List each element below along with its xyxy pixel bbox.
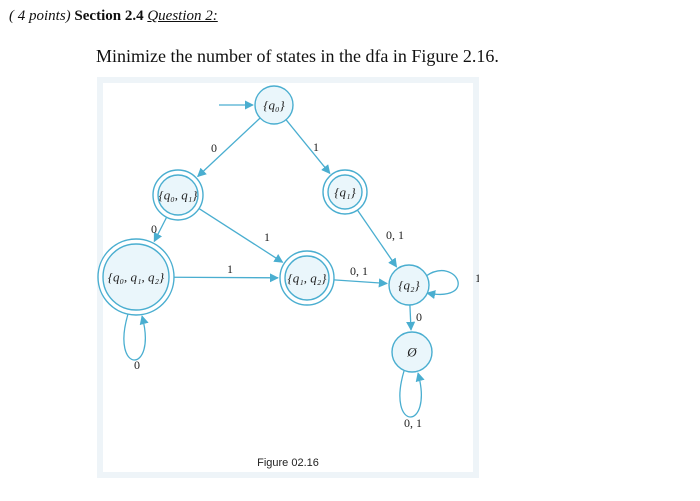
edge-label: 0: [134, 358, 140, 372]
edge-label: 0, 1: [386, 228, 404, 242]
edge-label: 0, 1: [350, 264, 368, 278]
edge-q012-q012: 0: [123, 313, 149, 372]
state-q012: {q₀, q₁, q₂}: [97, 238, 175, 316]
edge-q2-q2: 1: [425, 270, 479, 300]
figure-caption: Figure 02.16: [257, 457, 319, 469]
dfa-figure: 0 1 0 1 0, 1 1 0 0, 1 1 0 0, 1 {q₀} {q₀, q₁} {q₁} {q₀,…: [97, 77, 479, 478]
state-label: {q₁, q₂}: [288, 271, 328, 286]
state-q01: {q₀, q₁}: [152, 169, 204, 221]
question-prompt: Minimize the number of states in the dfa…: [96, 46, 499, 66]
edge-label: 0: [211, 141, 217, 155]
edge-label: 1: [227, 262, 233, 276]
edge-line: [197, 117, 261, 178]
section-label: Section 2.4: [74, 8, 144, 24]
question-label: Question 2:: [147, 8, 218, 24]
edge-line: [198, 207, 284, 263]
question-header: ( 4 points) Section 2.4 Question 2:: [9, 8, 218, 25]
state-q2: {q₂}: [388, 264, 430, 306]
state-q12: {q₁, q₂}: [279, 250, 335, 306]
state-label: Ø: [406, 345, 417, 360]
edge-q01-q12: 1: [198, 207, 284, 263]
edge-line: [406, 304, 416, 331]
edge-label: 0: [416, 310, 422, 324]
edge-label: 1: [475, 271, 479, 285]
edge-line: [153, 216, 168, 243]
edge-label: 1: [264, 230, 270, 244]
self-loop: [123, 313, 149, 361]
state-empty: Ø: [391, 331, 433, 373]
dfa-diagram: 0 1 0 1 0, 1 1 0 0, 1 1 0 0, 1 {q₀} {q₀, q₁} {q₁} {q₀,…: [97, 85, 479, 469]
edge-q012-q12: 1: [173, 262, 279, 283]
points-label: ( 4 points): [9, 8, 71, 24]
state-label: {q₀, q₁, q₂}: [108, 270, 165, 285]
self-loop: [425, 270, 459, 300]
self-loop: [399, 370, 425, 418]
state-label: {q₀, q₁}: [159, 188, 199, 203]
edge-line: [356, 209, 398, 268]
edge-label: 1: [313, 140, 319, 154]
state-label: {q₀}: [263, 98, 285, 113]
state-q1: {q₁}: [322, 169, 368, 215]
edge-label: 0: [151, 222, 157, 236]
edge-label: 0, 1: [404, 416, 422, 430]
edge-empty-empty: 0, 1: [399, 370, 425, 430]
edge-line: [333, 278, 388, 288]
state-label: {q₂}: [398, 278, 420, 293]
edge-q12-q2: 0, 1: [333, 264, 388, 288]
edge-q2-empty: 0: [406, 304, 422, 331]
edge-line: [173, 273, 279, 283]
edge-q01-q012: 0: [151, 216, 168, 243]
state-q0: {q₀}: [254, 85, 294, 125]
edge-q1-q2: 0, 1: [356, 209, 404, 268]
edge-q0-q1: 1: [285, 119, 331, 175]
edge-q0-q01: 0: [197, 117, 261, 178]
state-label: {q₁}: [334, 185, 356, 200]
edge-line: [285, 119, 331, 175]
